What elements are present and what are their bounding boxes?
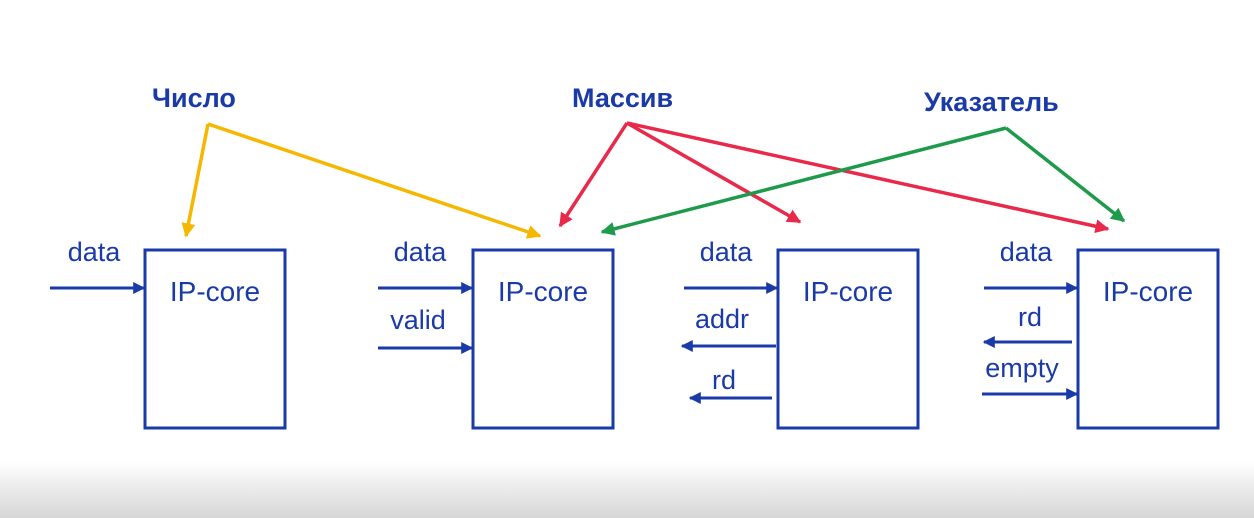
port-label-data: data	[1000, 237, 1054, 267]
port-label-data: data	[394, 237, 448, 267]
port-label-empty: empty	[985, 353, 1059, 383]
ip-core-label: IP-core	[170, 276, 260, 307]
ip-core-label: IP-core	[498, 276, 588, 307]
port-label-rd: rd	[1018, 302, 1042, 332]
ip-core-block-2: IP-core data valid	[378, 237, 615, 430]
array-arrows	[558, 121, 1110, 234]
ip-core-box	[143, 248, 287, 430]
ip-core-block-1: IP-core data	[50, 237, 287, 430]
ip-core-label: IP-core	[1103, 276, 1193, 307]
pointer-arrow-to-block-4	[1004, 126, 1126, 223]
number-arrow-to-block-2	[207, 122, 542, 239]
pointer-arrow-to-block-2	[600, 126, 1007, 236]
port-label-valid: valid	[390, 305, 446, 335]
array-arrow-to-block-2	[558, 122, 629, 228]
bottom-bar	[0, 462, 1254, 518]
category-array-label: Массив	[572, 83, 673, 113]
ip-core-block-4: IP-core data rd empty	[982, 237, 1220, 430]
ip-core-box	[776, 248, 920, 430]
pointer-arrows	[600, 126, 1126, 236]
ip-core-box	[1076, 248, 1220, 430]
number-arrows	[181, 122, 542, 239]
category-pointer-label: Указатель	[924, 87, 1059, 117]
number-arrow-to-block-1	[181, 123, 210, 238]
array-arrow-to-block-3	[626, 121, 802, 224]
port-label-data: data	[68, 237, 122, 267]
port-label-rd: rd	[712, 365, 736, 395]
port-label-data: data	[700, 237, 754, 267]
ip-core-block-3: IP-core data addr rd	[680, 237, 920, 430]
array-arrow-to-block-4	[626, 121, 1110, 234]
ip-core-box	[471, 248, 615, 430]
category-number-label: Число	[152, 83, 236, 113]
ip-core-label: IP-core	[803, 276, 893, 307]
port-label-addr: addr	[695, 304, 749, 334]
